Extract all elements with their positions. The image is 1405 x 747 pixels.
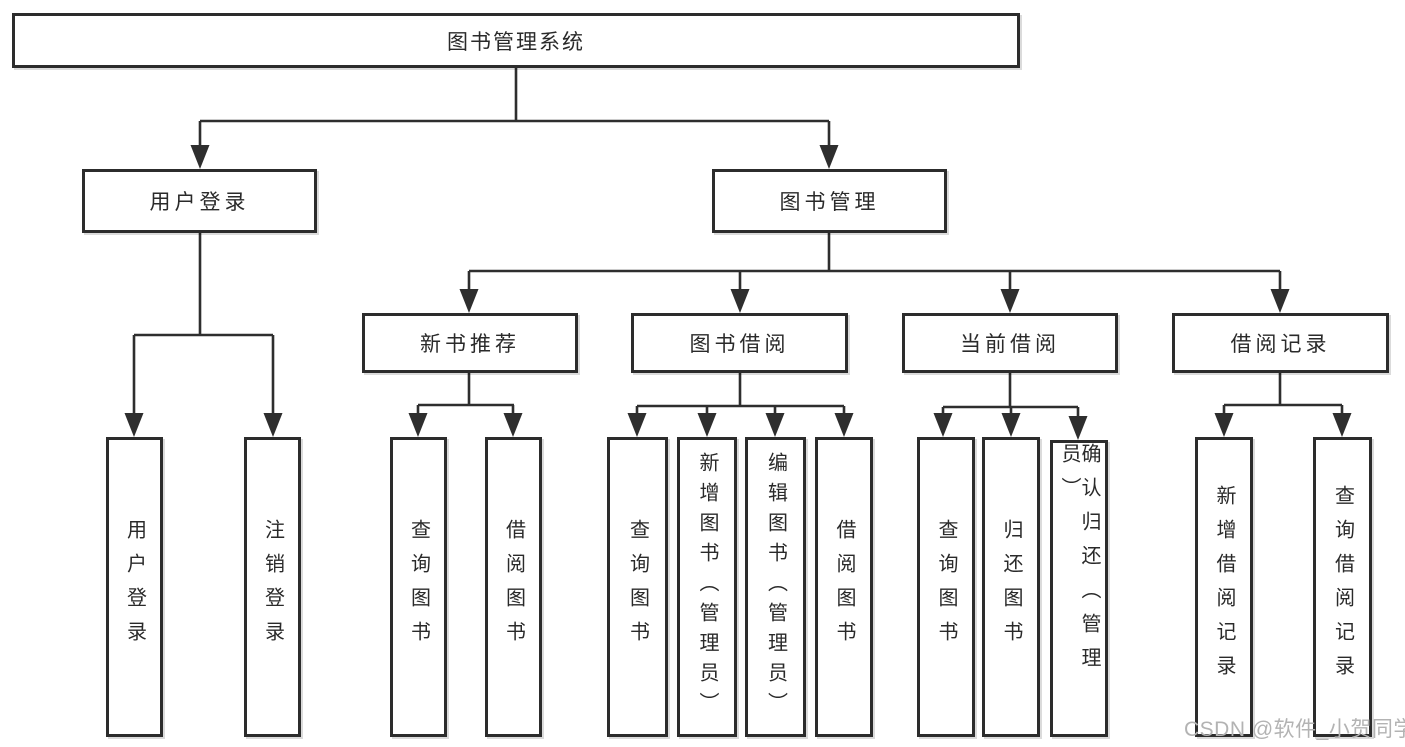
node-new-book-recommendation: 新书推荐 [362, 313, 578, 373]
node-current-borrowing: 当前借阅 [902, 313, 1118, 373]
node-label: 新书推荐 [420, 333, 520, 356]
leaf-label: 查询图书 [626, 519, 649, 655]
node-user-login: 用户登录 [82, 169, 317, 233]
csdn-watermark: CSDN @软件_小贺同学 [1184, 718, 1405, 741]
node-label: 借阅记录 [1230, 333, 1331, 356]
leaf-label: 查询图书 [407, 519, 430, 655]
leaf-search-books: 查询图书 [607, 437, 668, 737]
leaf-confirm-return-admin: 确认归还（管理员） [1050, 440, 1108, 737]
node-label: 图书管理系统 [447, 30, 585, 54]
leaf-search-books: 查询图书 [917, 437, 975, 737]
node-book-borrowing: 图书借阅 [631, 313, 848, 373]
leaf-user-login: 用户登录 [106, 437, 163, 737]
leaf-label: 编辑图书（管理员） [764, 452, 787, 722]
leaf-edit-book-admin: 编辑图书（管理员） [745, 437, 806, 737]
node-label: 图书借阅 [689, 333, 790, 356]
leaf-borrow-books: 借阅图书 [815, 437, 873, 737]
leaf-label: 查询借阅记录 [1331, 485, 1354, 689]
leaf-logout: 注销登录 [244, 437, 301, 737]
leaf-label: 用户登录 [123, 519, 146, 655]
leaf-label: 借阅图书 [502, 519, 525, 655]
leaf-label: 确认归还（管理员） [1058, 443, 1100, 681]
node-library-management-system: 图书管理系统 [12, 13, 1020, 68]
leaf-borrow-books: 借阅图书 [485, 437, 542, 737]
node-label: 当前借阅 [960, 333, 1060, 356]
node-book-management: 图书管理 [712, 169, 947, 233]
leaf-label: 注销登录 [261, 519, 284, 655]
leaf-return-books: 归还图书 [982, 437, 1040, 737]
leaf-label: 借阅图书 [833, 519, 855, 655]
leaf-label: 归还图书 [1000, 519, 1022, 655]
leaf-label: 新增借阅记录 [1213, 485, 1235, 689]
leaf-add-borrow-record: 新增借阅记录 [1195, 437, 1253, 737]
leaf-label: 查询图书 [935, 519, 957, 655]
leaf-search-borrow-record: 查询借阅记录 [1313, 437, 1372, 737]
leaf-label: 新增图书（管理员） [696, 452, 718, 722]
leaf-search-books: 查询图书 [390, 437, 447, 737]
node-label: 图书管理 [779, 191, 880, 214]
node-label: 用户登录 [149, 191, 250, 214]
node-borrowing-records: 借阅记录 [1172, 313, 1389, 373]
leaf-add-book-admin: 新增图书（管理员） [677, 437, 737, 737]
